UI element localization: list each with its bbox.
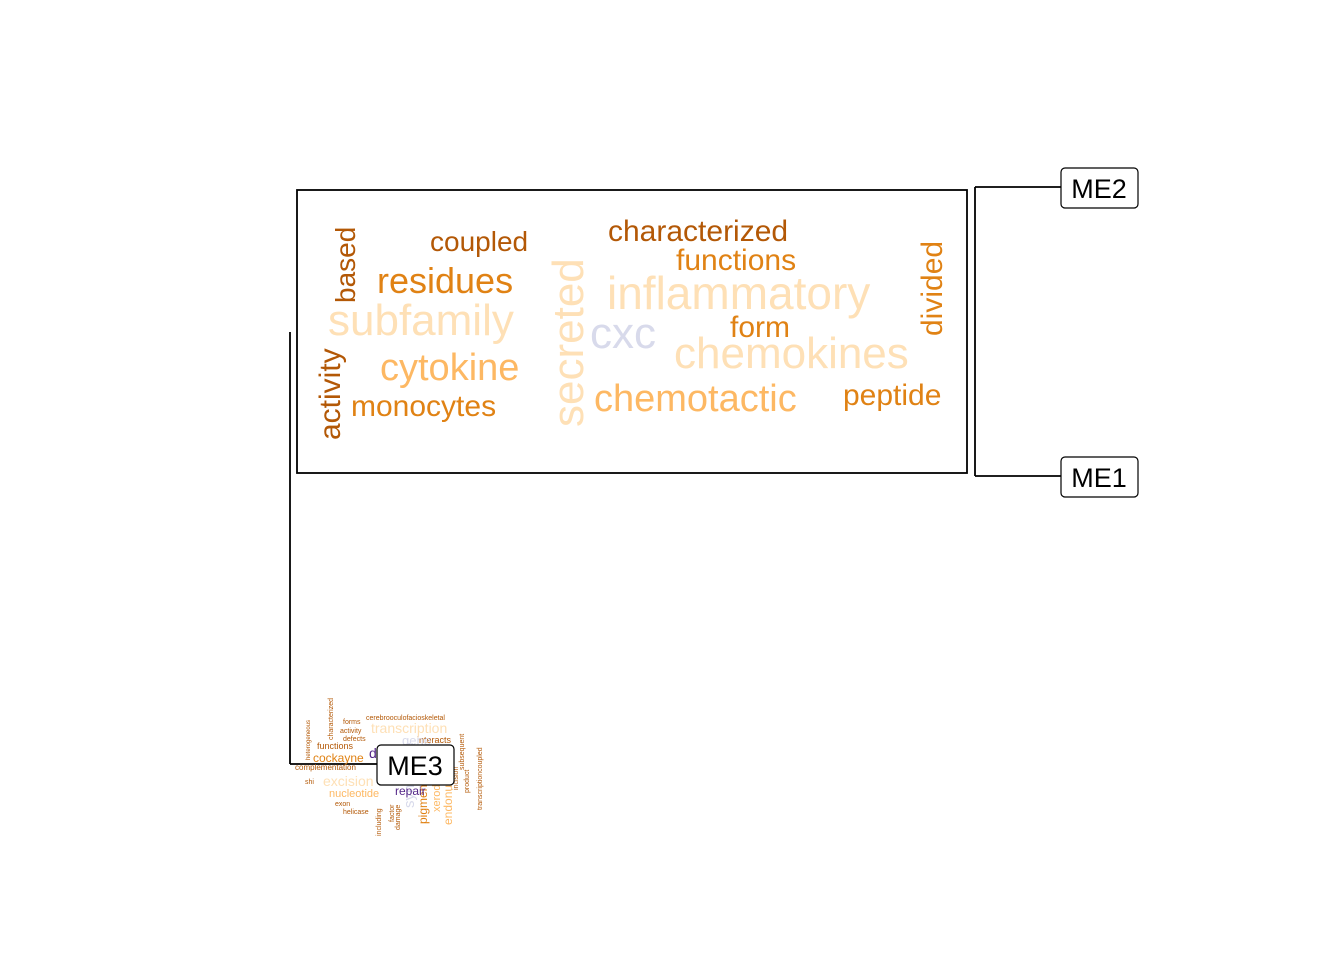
main-word-subfamily: subfamily [328,296,514,345]
small-word-defects: defects [343,736,366,743]
small-word-damage: damage [395,805,402,830]
dendrogram-lines [289,186,1061,765]
main-word-inflammatory: inflammatory [607,267,870,319]
main-word-cxc: cxc [590,309,656,358]
small-word-helicase: helicase [343,809,369,816]
node-me3-label: ME3 [387,751,443,781]
main-word-activity: activity [314,348,347,440]
small-word-complementation: complementation [295,763,356,772]
small-word-cockayne: cockayne [313,751,364,765]
small-word-characterized: characterized [328,698,335,740]
node-me3-box [376,744,455,786]
small-word-repair: repair [395,784,426,798]
main-word-functions: functions [676,244,796,277]
node-me1[interactable]: ME1 [1060,456,1139,498]
small-word-forms: forms [343,719,361,726]
node-me1-label: ME1 [1071,463,1127,493]
small-word-activity: activity [340,728,362,735]
main-word-monocytes: monocytes [351,390,496,423]
node-me2[interactable]: ME2 [1060,167,1139,209]
node-me3[interactable]: ME3 [376,744,455,786]
node-me1-box [1060,456,1139,498]
small-word-cerebrooculofacioskeletal: cerebrooculofacioskeletal [366,715,445,722]
small-word-product: product [464,770,471,793]
wordcloud-main: activity based coupledresiduessubfamilycyt… [314,215,949,440]
small-word-subsequent: subsequent [459,734,466,770]
small-word-functions: functions [317,741,354,751]
main-word-divided: divided [916,241,949,336]
small-word-factor: factor [389,804,396,822]
small-word-excision: excision [323,773,374,789]
main-word-characterized: characterized [608,215,788,248]
main-word-residues: residues [377,260,513,301]
main-word-coupled: coupled [430,226,528,257]
main-word-form: form [730,311,790,344]
small-word-heterogeneous: heterogeneous [306,720,312,760]
node-me2-box [1060,167,1139,209]
small-word-incision: incision [453,767,460,790]
node-me2-label: ME2 [1071,174,1127,204]
main-word-secreted: secreted [544,258,593,427]
small-word-shi: shi [305,779,314,786]
main-word-cytokine: cytokine [380,347,519,389]
small-word-nucleotide: nucleotide [329,788,379,800]
main-word-peptide: peptide [843,379,941,412]
small-word-exon: exon [335,801,350,808]
small-word-including: including [376,808,383,836]
small-word-gene: gene [402,733,431,748]
small-word-transcription: transcription [371,720,447,736]
main-word-chemotactic: chemotactic [594,378,797,420]
main-word-based: based [330,227,361,303]
main-word-chemokines: chemokines [674,329,909,378]
wordcloud-panel-frame [296,189,968,474]
small-word-transcriptioncoupled: transcriptioncoupled [477,747,484,810]
small-word-interacts: interacts [417,735,452,745]
